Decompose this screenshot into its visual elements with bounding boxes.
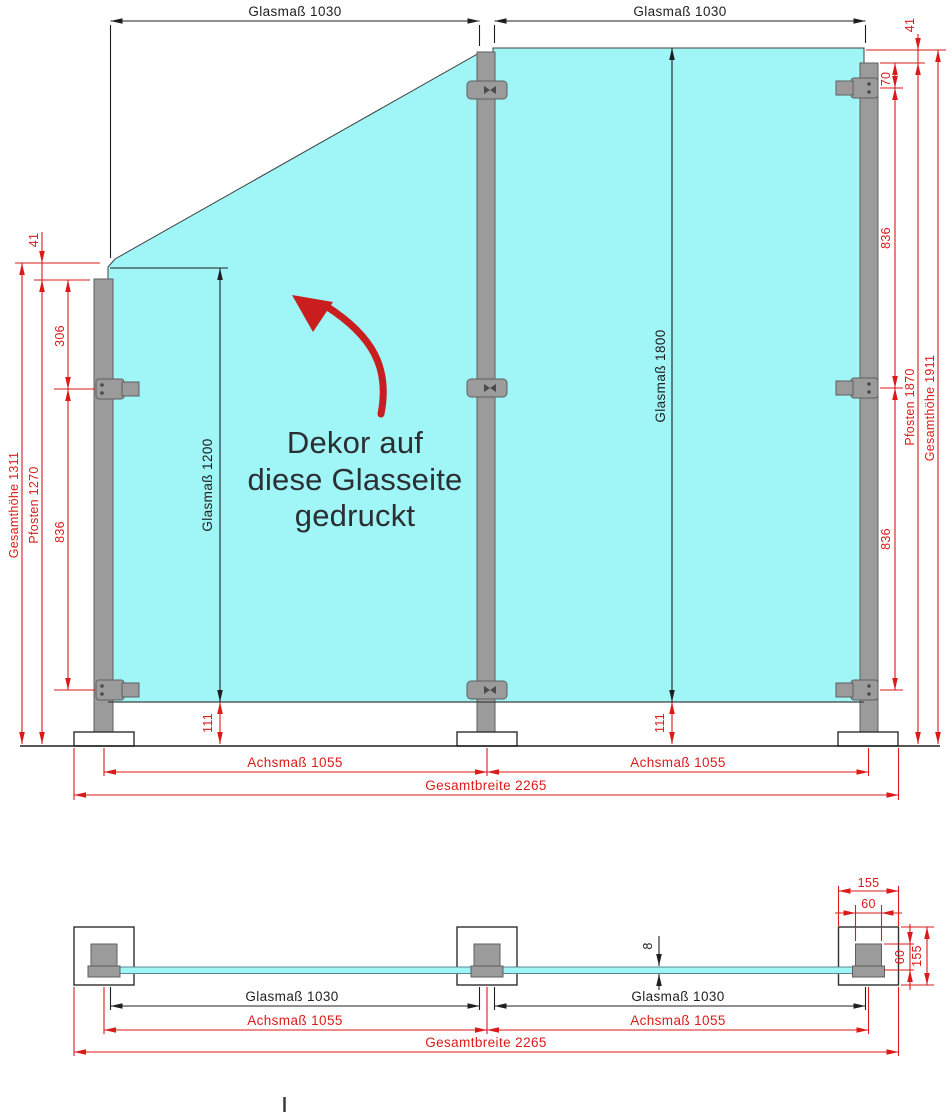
dims-elevation-bottom: Achsmaß 1055 Achsmaß 1055 Gesamtbreite 2… [73,748,900,800]
plan-view: 8 155 60 60 1 [73,876,934,1056]
dims-right-side: 41 70 836 836 Pfosten 1870 Gesamthöhe 19… [866,18,946,744]
glass-panel-right [492,47,865,703]
dim-glasmass-1800: Glasmaß 1800 [653,48,675,702]
annotation-line-2: diese Glasseite [248,462,463,497]
clamp-middle-bottom [466,680,508,700]
dim-plate-width-155: 155 [837,876,900,926]
clamp-plan-left [87,965,121,978]
dimension-label: Pfosten 1270 [27,466,41,543]
screw-icon [100,383,104,387]
dimension-label: Achsmaß 1055 [247,755,343,770]
dim-glasmass-1030-top-left: Glasmaß 1030 [109,4,481,258]
clamp-mark-icon [490,384,496,392]
annotation-line-3: gedruckt [295,498,416,533]
clamp-head [121,381,140,397]
post-left [93,278,114,733]
annotation-line-1: Dekor auf [287,425,423,460]
screw-icon [867,692,871,696]
dimension-label: 836 [879,528,893,550]
dim-post-width-60: 60 [835,897,902,941]
clamp-middle-top [466,80,508,100]
clamp-body [850,77,879,99]
dimension-label: Achsmaß 1055 [247,1013,343,1028]
clamp-plan-middle [470,965,504,978]
dimension-label: 836 [879,227,893,249]
clamp-mark-icon [490,686,496,694]
glass-panel-left-sloped [107,51,482,703]
dim-plate-depth-155: 155 [901,926,934,986]
dimension-label: Pfosten 1870 [903,368,917,445]
dims-left-side: 41 306 836 Pfosten 1270 Gesamthöhe 1311 [7,232,100,744]
dimension-label: Gesamthöhe 1311 [7,452,21,558]
clamp-body [850,679,879,701]
dimension-label: 41 [903,18,917,33]
clamp-left-lower [95,679,140,701]
dimension-label: 70 [879,72,893,87]
baseplate-middle [456,731,518,747]
screw-icon [867,684,871,688]
arrowhead-icon [292,295,333,332]
dimension-label: Glasmaß 1200 [200,438,215,531]
dimension-label: Gesamtbreite 2265 [425,778,547,793]
dimension-label: 836 [53,521,67,543]
dim-glasmass-1030-top-right: Glasmaß 1030 [493,4,867,43]
dimension-label: 8 [641,942,655,949]
dimension-label: Gesamthöhe 1911 [923,355,937,461]
clamp-mark-icon [484,384,490,392]
dimension-label: 60 [893,950,907,965]
clamp-mark-icon [490,86,496,94]
dimension-label: Gesamtbreite 2265 [425,1035,547,1050]
dim-111-left: 111 [201,702,223,744]
decor-annotation: Dekor auf diese Glasseite gedruckt [248,295,463,533]
dimension-label: 60 [861,897,876,911]
dimension-label: 155 [858,876,880,890]
dimension-label: Glasmaß 1800 [653,329,668,422]
clamp-head [835,80,854,96]
curved-arrow-icon [322,302,387,418]
clamp-mark-icon [484,686,490,694]
clamp-left-upper [95,378,140,400]
baseplate-right [837,731,899,747]
screw-icon [100,684,104,688]
clamp-head [121,682,140,698]
dimension-label: Glasmaß 1030 [631,989,724,1004]
dimension-label: Achsmaß 1055 [630,755,726,770]
clamp-body [95,679,125,701]
dim-111-right: 111 [653,702,675,744]
dimension-label: 41 [27,233,41,248]
screw-icon [867,390,871,394]
screw-icon [867,82,871,86]
elevation-view: Glasmaß 1030 Glasmaß 1030 Glasmaß 1200 G… [7,4,946,800]
dimension-label: 306 [53,325,67,347]
baseplate-left [73,731,135,747]
clamp-body [95,378,125,400]
dimension-label: 111 [653,713,667,733]
clamp-plan-right [852,965,885,978]
clamp-head [835,682,854,698]
clamp-right-center [835,377,879,399]
dim-glasmass-1200: Glasmaß 1200 [110,267,228,702]
dims-plan-bottom: Glasmaß 1030 Glasmaß 1030 Achsmaß 1055 A… [73,987,900,1056]
screw-icon [100,692,104,696]
dimension-label: Glasmaß 1030 [633,4,726,19]
clamp-head [835,380,854,396]
clamp-right-bottom [835,679,879,701]
clamp-right-top [835,77,879,99]
screw-icon [867,90,871,94]
clamp-body [850,377,879,399]
clamp-middle-center [466,378,508,398]
dim-post-depth-60: 60 [884,924,914,990]
clamp-mark-icon [484,86,490,94]
dim-glass-thickness-8: 8 [641,936,662,990]
screw-icon [100,391,104,395]
dimension-label: Achsmaß 1055 [630,1013,726,1028]
dimension-label: Glasmaß 1030 [245,989,338,1004]
dimension-label: Glasmaß 1030 [248,4,341,19]
dimension-label: 155 [910,945,924,967]
screw-icon [867,382,871,386]
dimension-label: 111 [201,713,215,733]
